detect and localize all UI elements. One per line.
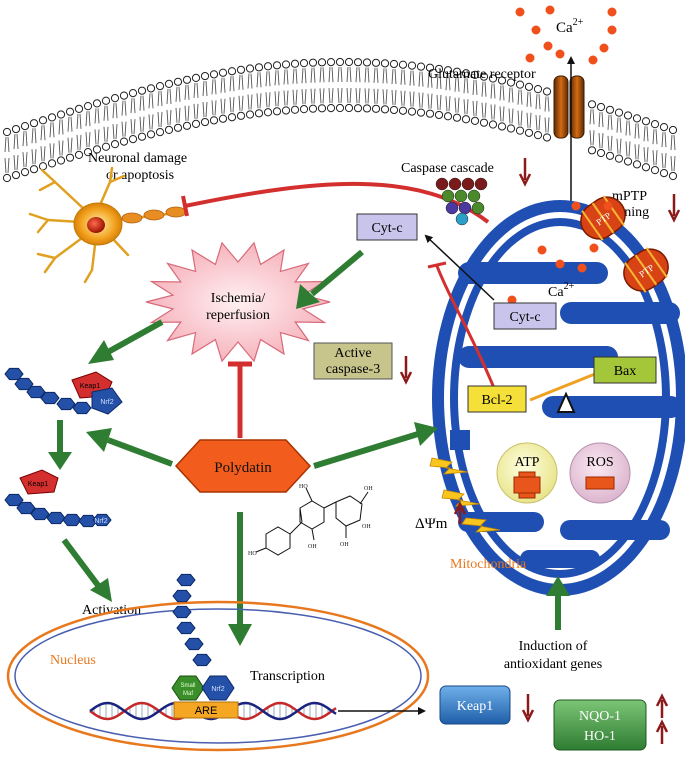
polydatin-label: Polydatin [214,460,272,476]
svg-text:HO: HO [299,484,308,490]
mptp-label-1: mPTP [612,189,647,204]
nrf2-top-shape [91,387,123,415]
activation-label: Activation [82,603,141,618]
ptp-channel-2: PTP [623,247,669,293]
neuronal-damage-label-2: or apoptosis [106,168,174,183]
active-caspase-label-2: caspase-3 [326,362,380,377]
nucleus-label: Nucleus [50,653,96,668]
caspase-dots [435,177,488,226]
cytc-inner-label: Cyt-c [509,310,540,325]
bcl2-box [467,385,527,413]
lightning-icon [429,457,501,533]
ho1-label: HO-1 [584,729,616,744]
caspase-cascade-label: Caspase cascade [401,161,494,176]
glutamate-receptor-label: Glutamate receptor [428,67,536,82]
ischemia-burst [145,241,331,363]
polydatin-structure-icon [255,487,369,556]
cytc-outer-label: Cyt-c [371,221,402,236]
neuronal-damage-label-1: Neuronal damage [88,151,187,166]
ratio-triangle-icon [556,391,576,413]
polydatin-to-mito-arrow [313,431,419,469]
keap1-box-label: Keap1 [457,699,494,714]
nrf2-to-nucleus-arrow [61,538,103,590]
ion-channel-icon [553,75,585,139]
svg-text:OH: OH [340,542,349,548]
bcl2-inhibition-line [435,265,496,389]
cell-membrane [2,57,678,183]
bax-label: Bax [614,364,637,379]
cytc-inner-box [493,302,557,330]
nrf2-free-chain-icon [4,493,112,528]
polydatin-hexagon [174,439,312,493]
active-caspase-label-1: Active [334,346,371,361]
induction-label-2: antioxidant genes [504,657,602,672]
calcium-ions-mito [507,201,613,305]
nrf2-free-label: Nrf2 [94,518,107,525]
keap1-free-shape [19,469,59,495]
delta-psi-label: ΔΨm [415,516,448,532]
ros-label: ROS [586,455,613,470]
nrf2-nucleus-chain-icon [172,573,212,667]
induction-label-1: Induction of [519,639,588,654]
nrf2-nucleus-shape [201,675,235,701]
inhibition-bar [181,195,189,217]
polydatin-oh-labels: HO HO OH OH OH OH [248,484,373,557]
calcium-ions-top [515,5,617,65]
bax-box [593,356,657,384]
minus-icon [585,476,615,490]
ca-mito-label: Ca2+ [548,281,575,300]
svg-text:OH: OH [362,524,371,530]
atp-label: ATP [515,455,540,470]
keap1-box [439,685,511,725]
ptp-channel-1: PTP [580,195,626,241]
small-maf-label-1: Small [180,683,195,689]
nrf2-top-label: Nrf2 [100,399,113,406]
ca-top-label: Ca2+ [556,17,584,36]
nucleus-membrane [6,600,430,752]
svg-text:OH: OH [308,544,317,550]
plus-icon [513,471,541,499]
svg-text:HO: HO [248,551,257,557]
cytc-release-arrow [424,234,495,301]
neuron-icon [28,166,187,284]
mitochondria-label: Mitochondria [450,557,527,572]
bcl2-bax-link [529,370,601,402]
ischemia-to-keap-arrow [106,319,164,355]
cytc-to-caspase-arrow [310,249,364,297]
nqo1-label: NQO-1 [579,709,621,724]
ros-circle [569,442,631,504]
nqo1-ho1-box [553,699,647,751]
polydatin-to-keap-arrow [106,437,174,467]
svg-text:OH: OH [364,486,373,492]
ischemia-label-2: reperfusion [206,308,270,323]
are-box [173,701,239,719]
small-maf-label-2: Maf [183,691,193,697]
bcl2-label: Bcl-2 [481,393,512,408]
transcription-label: Transcription [250,669,325,684]
cytc-outer-box [356,213,418,241]
ischemia-label-1: Ischemia/ [211,291,266,306]
nrf2-nucleus-label: Nrf2 [211,686,224,693]
are-label: ARE [195,705,218,717]
active-caspase-box [313,342,393,380]
keap1-free-label: Keap1 [28,481,48,488]
keap1-nrf2-complex-icon [4,367,92,415]
keap1-top-label: Keap1 [80,383,100,390]
